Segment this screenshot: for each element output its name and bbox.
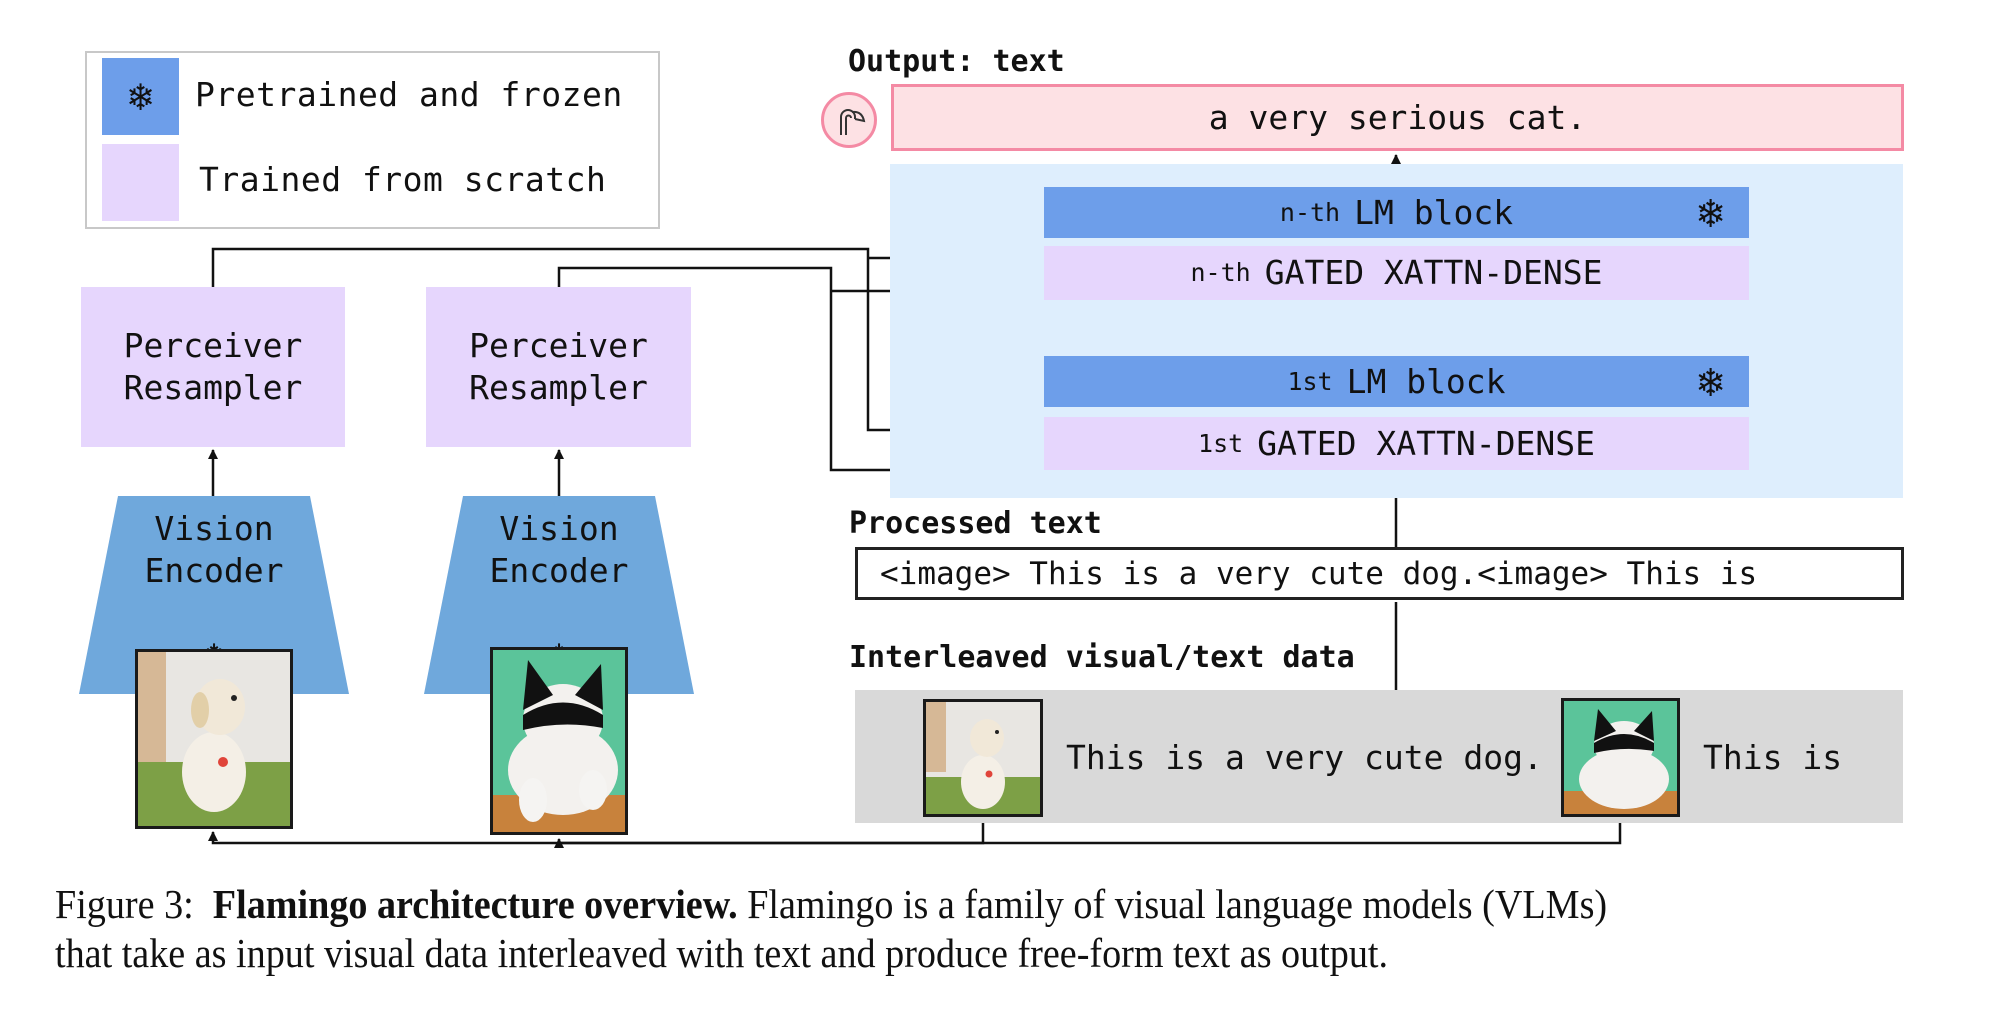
first-xattn-prefix: 1st xyxy=(1198,428,1244,458)
dog-photo xyxy=(135,649,293,829)
nth-lm-name: LM block xyxy=(1354,192,1514,232)
interleaved-text-2: This is xyxy=(1703,738,1843,777)
first-lm-prefix: 1st xyxy=(1287,366,1333,396)
flamingo-glyph xyxy=(840,109,866,135)
cat-photo xyxy=(490,647,628,835)
legend-frozen-swatch: ❄ xyxy=(102,58,179,135)
dog-image-small xyxy=(926,702,1040,814)
interleaved-data-label: Interleaved visual/text data xyxy=(849,640,1355,675)
caption-title: Flamingo architecture overview. xyxy=(212,881,738,927)
perceiver-resampler-1: Perceiver Resampler xyxy=(81,287,345,447)
perceiver-resampler-2: Perceiver Resampler xyxy=(426,287,691,447)
first-gated-xattn-block: 1st GATED XATTN-DENSE xyxy=(1044,417,1749,470)
caption-line1-text: Flamingo is a family of visual language … xyxy=(747,881,1608,927)
vision-encoder-1-label: Vision Encoder xyxy=(144,509,284,590)
vision-encoder-2-label: Vision Encoder xyxy=(489,509,629,590)
nth-xattn-prefix: n-th xyxy=(1190,258,1251,287)
nth-lm-block: n-th LM block ❄ xyxy=(1044,187,1749,238)
nth-lm-prefix: n-th xyxy=(1279,197,1341,227)
caption-line-1: Figure 3: Flamingo architecture overview… xyxy=(55,880,1822,929)
snowflake-icon: ❄ xyxy=(128,73,153,120)
output-text-box: a very serious cat. xyxy=(891,84,1904,151)
dog-image xyxy=(138,652,290,826)
vision-encoder-1-shape xyxy=(79,496,349,694)
wire-interleaved-cat-to-image2 xyxy=(554,817,1622,848)
caption-figure-number: Figure 3: xyxy=(55,881,194,927)
cat-image xyxy=(493,650,625,832)
figure-caption: Figure 3: Flamingo architecture overview… xyxy=(55,880,1822,978)
legend-frozen-label: Pretrained and frozen xyxy=(195,75,623,114)
first-xattn-name: GATED XATTN-DENSE xyxy=(1257,423,1595,463)
cat-image-small xyxy=(1564,701,1677,814)
first-lm-block: 1st LM block ❄ xyxy=(1044,356,1749,407)
snowflake-icon: ❄ xyxy=(1697,187,1723,237)
caption-line-2: that take as input visual data interleav… xyxy=(55,930,1389,976)
interleaved-dog-photo xyxy=(923,699,1043,817)
output-label: Output: text xyxy=(848,44,1065,79)
processed-text-box: <image> This is a very cute dog.<image> … xyxy=(855,547,1904,600)
legend: ❄ Pretrained and frozen Trained from scr… xyxy=(85,51,660,229)
interleaved-text-1: This is a very cute dog. xyxy=(1066,738,1543,777)
nth-xattn-name: GATED XATTN-DENSE xyxy=(1264,253,1603,292)
legend-trained-swatch xyxy=(102,144,179,221)
vision-encoder-2-shape xyxy=(424,496,694,694)
legend-trained-label: Trained from scratch xyxy=(199,160,607,199)
interleaved-cat-photo xyxy=(1561,698,1680,817)
nth-gated-xattn-block: n-th GATED XATTN-DENSE xyxy=(1044,246,1749,300)
processed-text-label: Processed text xyxy=(849,506,1102,541)
first-lm-name: LM block xyxy=(1346,361,1506,401)
flamingo-icon xyxy=(821,92,877,148)
snowflake-icon: ❄ xyxy=(1697,356,1723,406)
